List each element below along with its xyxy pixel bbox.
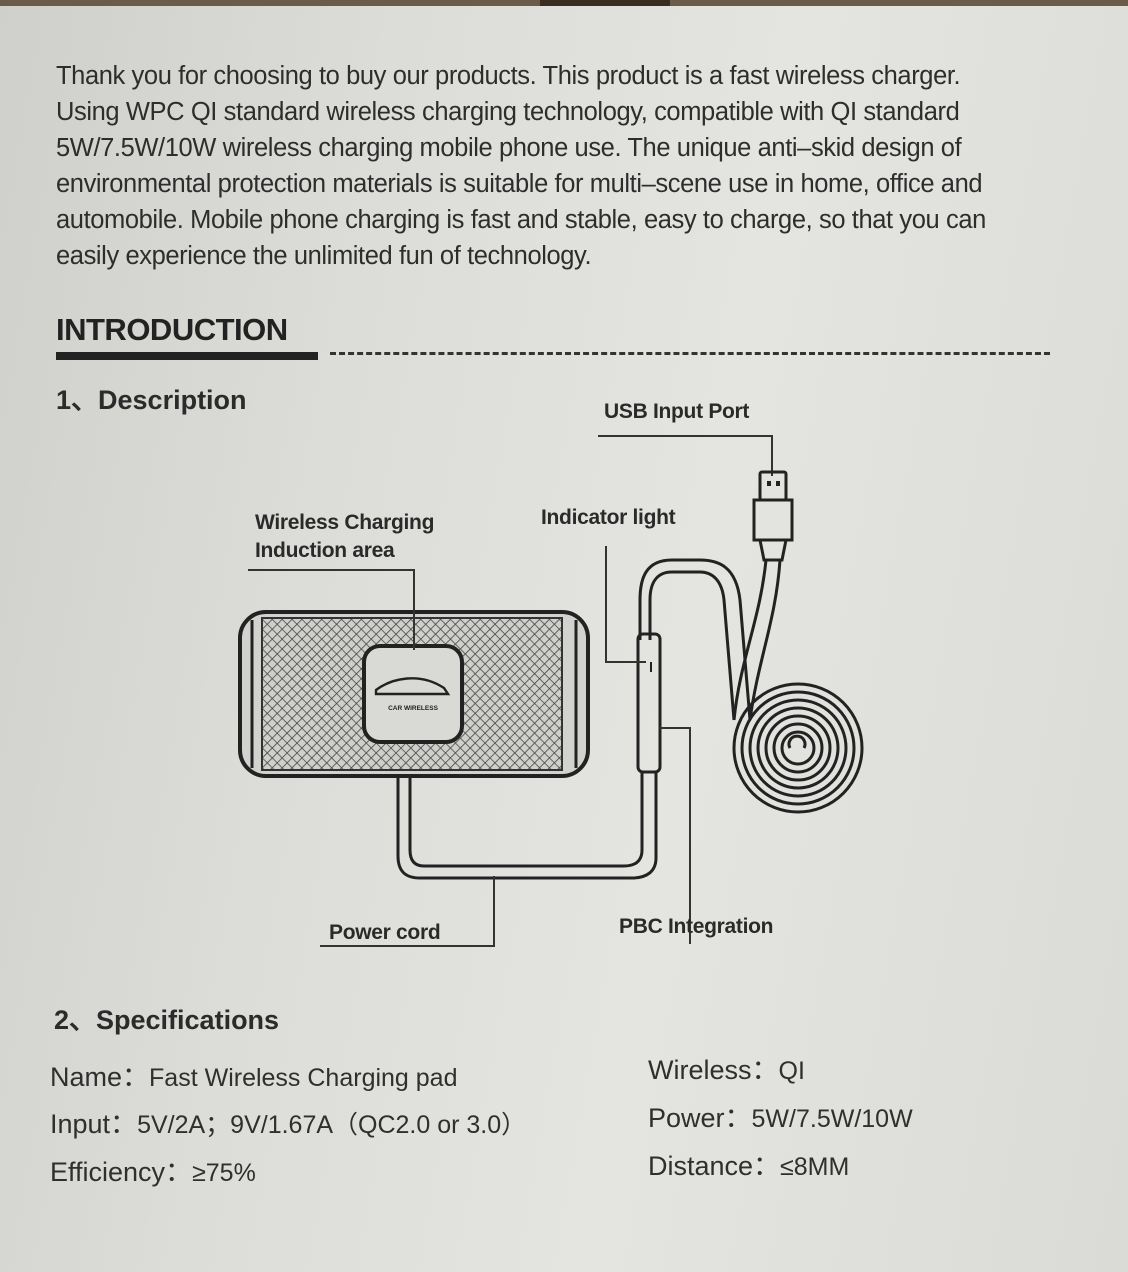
pad-logo-text: CAR WIRELESS (388, 705, 439, 712)
usb-input-port-label: USB Input Port (604, 400, 750, 423)
power-cord-label: Power cord (329, 921, 441, 944)
intro-paragraph: Thank you for choosing to buy our produc… (56, 58, 1056, 274)
spec-power-label: Power： (648, 1103, 752, 1133)
spec-wireless: Wireless：QI (648, 1048, 805, 1087)
spec-distance-value: ≤8MM (780, 1153, 850, 1181)
spec-efficiency: Efficiency：≥75% (50, 1150, 256, 1189)
description-heading: 1、Description (56, 385, 247, 415)
leader-lines (248, 546, 691, 947)
spec-power-value: 5W/7.5W/10W (751, 1105, 913, 1133)
intro-line: automobile. Mobile phone charging is fas… (56, 206, 986, 234)
usb-connector-icon (752, 470, 794, 562)
spec-wireless-label: Wireless： (648, 1055, 779, 1085)
indicator-light-label: Indicator light (541, 506, 676, 529)
power-cord-cable (396, 772, 658, 880)
coiled-cable-icon (732, 682, 864, 814)
section-title-underline (56, 352, 318, 360)
spec-input-label: Input： (50, 1109, 138, 1139)
usb-cable (732, 559, 782, 721)
spec-distance-label: Distance： (648, 1151, 781, 1181)
spec-power: Power：5W/7.5W/10W (648, 1096, 913, 1135)
wireless-charging-label: Wireless Charging (255, 511, 435, 534)
charging-pad-icon: CAR WIRELESS (238, 610, 590, 778)
dashed-divider (330, 352, 1050, 355)
intro-line: Using WPC QI standard wireless charging … (56, 98, 960, 126)
intro-line: environmental protection materials is su… (56, 170, 983, 198)
top-edge-dark (540, 0, 670, 6)
section-title: INTRODUCTION (56, 312, 288, 347)
intro-line: 5W/7.5W/10W wireless charging mobile pho… (56, 134, 962, 162)
pbc-integration-label: PBC Integration (619, 915, 774, 938)
indicator-module (636, 632, 662, 774)
intro-line: Thank you for choosing to buy our produc… (56, 62, 961, 90)
spec-input-value: 5V/2A；9V/1.67A（QC2.0 or 3.0） (137, 1111, 527, 1139)
spec-wireless-value: QI (778, 1057, 805, 1085)
spec-name: Name：Fast Wireless Charging pad (50, 1055, 458, 1094)
spec-efficiency-value: ≥75% (192, 1159, 256, 1187)
spec-name-label: Name： (50, 1062, 150, 1092)
induction-area-label: Induction area (255, 539, 395, 562)
spec-input: Input：5V/2A；9V/1.67A（QC2.0 or 3.0） (50, 1102, 526, 1141)
main-cable (638, 558, 752, 721)
spec-efficiency-label: Efficiency： (50, 1157, 193, 1187)
intro-line: easily experience the unlimited fun of t… (56, 242, 592, 270)
spec-distance: Distance：≤8MM (648, 1144, 849, 1183)
specifications-heading: 2、Specifications (54, 1005, 280, 1035)
usb-port-leader (598, 435, 773, 476)
spec-name-value: Fast Wireless Charging pad (149, 1064, 458, 1092)
